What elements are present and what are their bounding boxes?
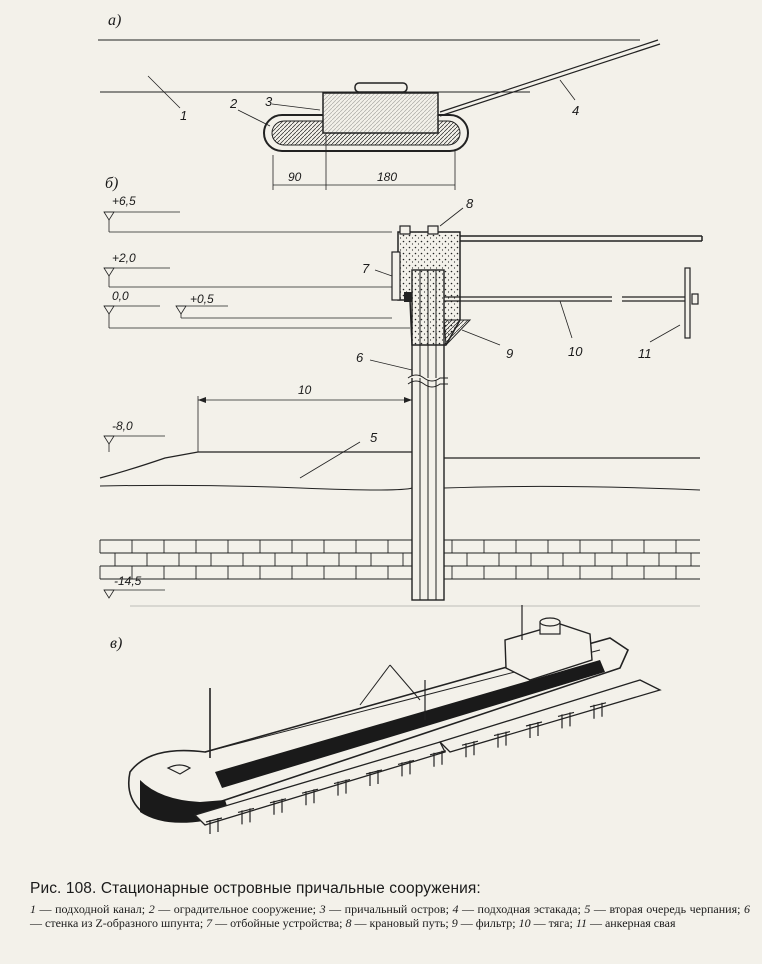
bedrock-strata bbox=[99, 539, 700, 580]
legend-number: 7 bbox=[206, 916, 213, 930]
legend-text: стенка из Z-образного шпунта bbox=[45, 916, 200, 930]
legend-text: подходной канал bbox=[55, 902, 142, 916]
perspective-view: в) bbox=[110, 605, 662, 834]
callout-3: 3 bbox=[265, 94, 273, 109]
pier-piles bbox=[205, 702, 607, 834]
legend-number: 8 bbox=[345, 916, 352, 930]
legend-text: причальный остров bbox=[344, 902, 446, 916]
legend-item-1: 1 — подходной канал bbox=[30, 902, 142, 916]
callout-4: 4 bbox=[572, 103, 579, 118]
callout-8: 8 bbox=[466, 196, 474, 211]
legend-number: 6 bbox=[744, 902, 750, 916]
legend-number: 11 bbox=[575, 916, 587, 930]
legend-text: оградительное сооружение bbox=[173, 902, 313, 916]
legend-number: 10 bbox=[518, 916, 531, 930]
legend-item-5: 5 — вторая очередь черпания bbox=[584, 902, 738, 916]
legend-text: фильтр bbox=[475, 916, 513, 930]
level-6-5: +6,5 bbox=[112, 194, 136, 208]
legend-item-11: 11 — анкерная свая bbox=[575, 916, 676, 930]
island-berth-drawing: а) 90 180 1 2 3 4 б) +6,5 bbox=[98, 12, 703, 834]
legend-text: вторая очередь черпания bbox=[609, 902, 738, 916]
legend-number: 3 bbox=[319, 902, 326, 916]
legend-item-3: 3 — причальный остров bbox=[319, 902, 446, 916]
legend-item-6: 6 — стенка из Z-образного шпунта bbox=[30, 902, 750, 930]
section-view: б) +6,5 +2,0 0,0 +0,5 -8,0 bbox=[99, 175, 703, 607]
legend-item-7: 7 — отбойные устройства bbox=[206, 916, 340, 930]
legend-text: анкерная свая bbox=[604, 916, 676, 930]
callout-2: 2 bbox=[229, 96, 238, 111]
callout-10: 10 bbox=[568, 344, 583, 359]
legend-number: 9 bbox=[451, 916, 458, 930]
legend-text: отбойные устройства bbox=[230, 916, 340, 930]
legend-item-10: 10 — тяга bbox=[518, 916, 570, 930]
dim-90: 90 bbox=[288, 170, 302, 184]
caption-legend: 1 — подходной канал; 2 — оградительное с… bbox=[30, 902, 750, 930]
dim-10: 10 bbox=[298, 383, 312, 397]
plan-view: а) 90 180 1 2 3 4 bbox=[98, 12, 661, 190]
legend-number: 5 bbox=[584, 902, 591, 916]
legend-item-9: 9 — фильтр bbox=[451, 916, 513, 930]
legend-text: крановый путь bbox=[369, 916, 446, 930]
legend-item-2: 2 — оградительное сооружение bbox=[148, 902, 313, 916]
level-0-5: +0,5 bbox=[190, 292, 214, 306]
legend-number: 1 bbox=[30, 902, 36, 916]
part-a-label: а) bbox=[108, 12, 121, 29]
capping-beam bbox=[391, 225, 472, 347]
level-marks: +6,5 +2,0 0,0 +0,5 -8,0 -14,5 bbox=[103, 194, 410, 599]
legend-number: 4 bbox=[452, 902, 459, 916]
legend-item-4: 4 — подходная эстакада bbox=[452, 902, 578, 916]
legend-item-8: 8 — крановый путь bbox=[345, 916, 446, 930]
level-0-0: 0,0 bbox=[112, 289, 129, 303]
callout-6: 6 bbox=[356, 350, 364, 365]
legend-text: подходная эстакада bbox=[477, 902, 578, 916]
level-minus-14-5: -14,5 bbox=[114, 574, 142, 588]
legend-text: тяга bbox=[548, 916, 570, 930]
level-minus-8: -8,0 bbox=[112, 419, 133, 433]
caption-title: Рис. 108. Стационарные островные причаль… bbox=[30, 880, 481, 897]
callout-9: 9 bbox=[506, 346, 513, 361]
callout-11: 11 bbox=[638, 346, 652, 361]
dim-180: 180 bbox=[377, 170, 397, 184]
part-b-label: б) bbox=[105, 175, 118, 192]
figure-caption: Рис. 108. Стационарные островные причаль… bbox=[30, 880, 750, 930]
legend-number: 2 bbox=[148, 902, 155, 916]
callout-7: 7 bbox=[362, 261, 370, 276]
level-2-0: +2,0 bbox=[112, 251, 136, 265]
part-c-label: в) bbox=[110, 635, 122, 652]
callout-1: 1 bbox=[180, 108, 187, 123]
callout-5: 5 bbox=[370, 430, 378, 445]
